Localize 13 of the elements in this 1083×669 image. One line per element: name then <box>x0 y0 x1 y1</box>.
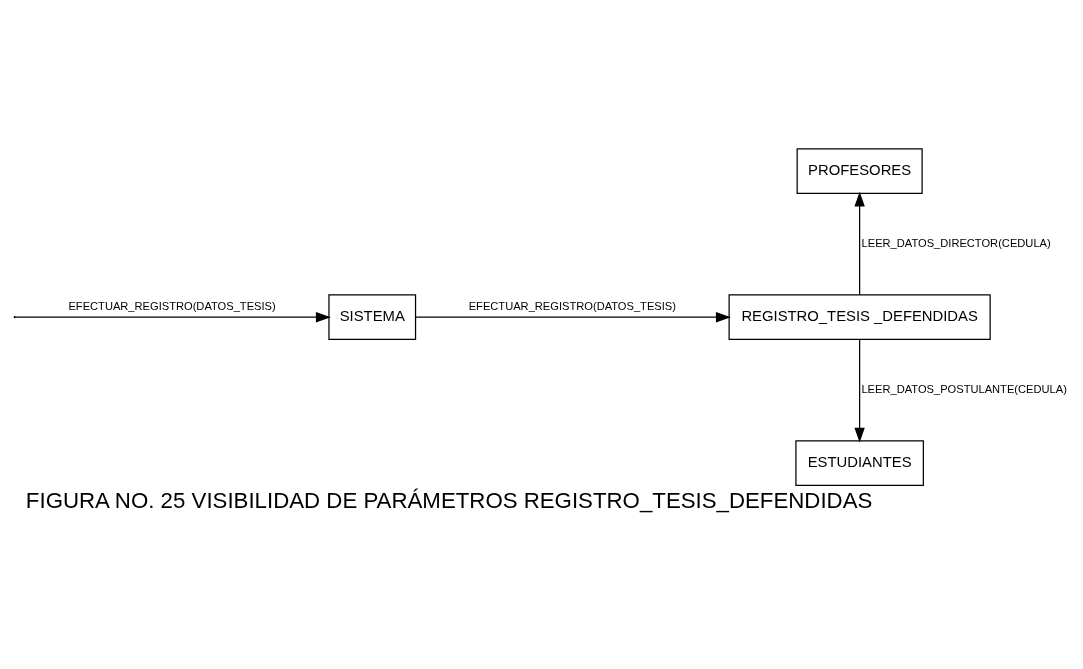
edge-label: LEER_DATOS_DIRECTOR(CEDULA) <box>861 236 1051 249</box>
node-box: PROFESORES <box>796 148 923 195</box>
node-box: REGISTRO_TESIS _DEFENDIDAS <box>728 294 991 341</box>
edge-label: LEER_DATOS_POSTULANTE(CEDULA) <box>861 382 1067 395</box>
node-box: SISTEMA <box>328 294 417 341</box>
arrow <box>854 191 865 296</box>
caption: FIGURA NO. 25 VISIBILIDAD DE PARÁMETROS REGISTRO_TESIS_DEFENDIDAS <box>25 488 873 514</box>
edge-label: EFECTUAR_REGISTRO(DATOS_TESIS) <box>68 300 276 313</box>
node-box: ESTUDIANTES <box>795 440 924 487</box>
arrow <box>14 311 331 323</box>
arrow <box>415 311 731 323</box>
arrow <box>854 339 865 443</box>
edge-label: EFECTUAR_REGISTRO(DATOS_TESIS) <box>468 300 676 313</box>
